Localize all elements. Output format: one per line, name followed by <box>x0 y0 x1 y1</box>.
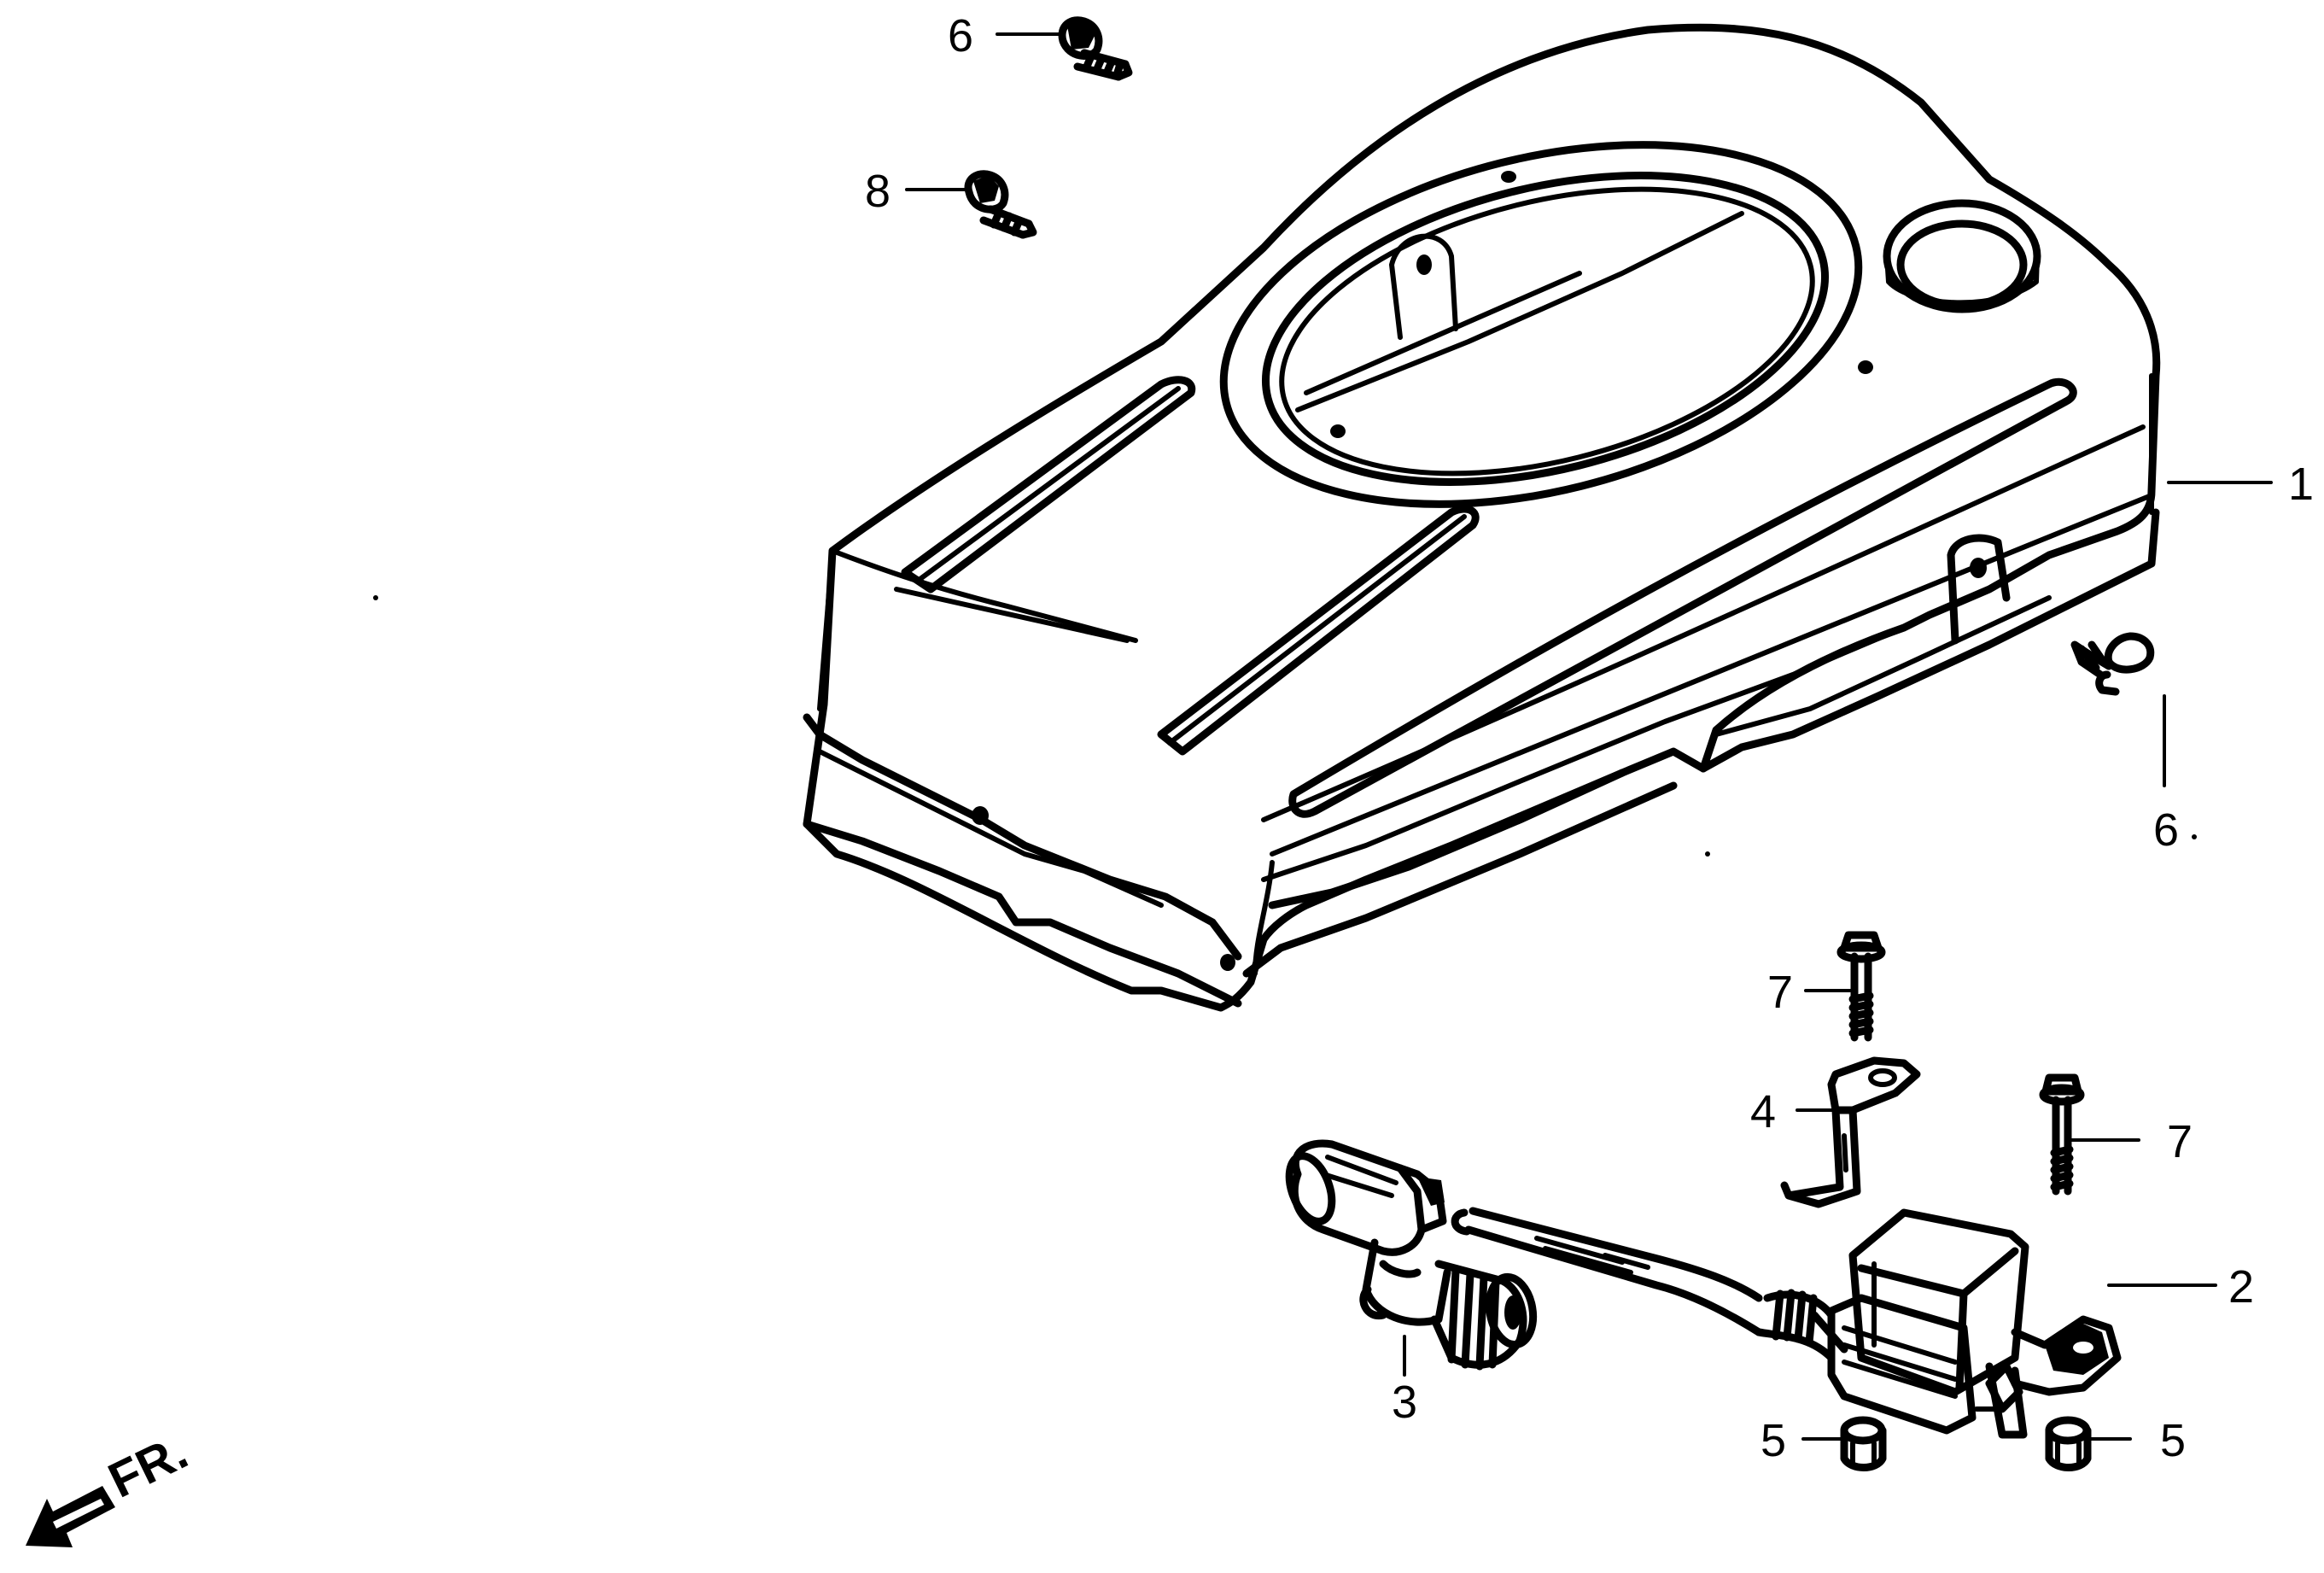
ignition-coil-part <box>1451 1207 2122 1439</box>
callout-5-right: 5 <box>2160 1415 2186 1466</box>
callout-3: 3 <box>1392 1377 1417 1428</box>
bolt-lower-part <box>2039 1073 2085 1196</box>
front-arrow-icon <box>26 1486 115 1547</box>
front-label: FR. <box>100 1424 196 1508</box>
callout-4: 4 <box>1750 1086 1776 1137</box>
spark-plug-cap-part <box>1285 1139 1538 1371</box>
fan-cover-part <box>373 23 2197 1012</box>
cap-nut-left-part <box>1840 1416 1887 1471</box>
callout-7-upper: 7 <box>1767 967 1793 1018</box>
callout-1: 1 <box>2288 459 2314 510</box>
bolt-upper-part <box>1836 931 1886 1042</box>
cap-nut-right-part <box>2045 1416 2092 1471</box>
leader-lines <box>905 32 2273 1441</box>
callout-6-top: 6 <box>948 10 973 61</box>
callout-5-left: 5 <box>1761 1415 1786 1466</box>
callout-2: 2 <box>2228 1261 2254 1313</box>
callout-labels: 1 2 3 4 5 5 6 6 7 7 8 <box>865 10 2314 1466</box>
flange-bolt-right-part <box>2070 632 2155 696</box>
flange-bolt-short-part <box>964 170 1037 239</box>
callout-6-right: 6 <box>2153 804 2179 856</box>
bracket-part <box>1780 1056 1921 1208</box>
callout-8: 8 <box>865 166 890 217</box>
front-indicator: FR. <box>26 1424 196 1547</box>
callout-7-lower: 7 <box>2167 1116 2193 1167</box>
flange-bolt-top-part <box>1058 16 1133 81</box>
